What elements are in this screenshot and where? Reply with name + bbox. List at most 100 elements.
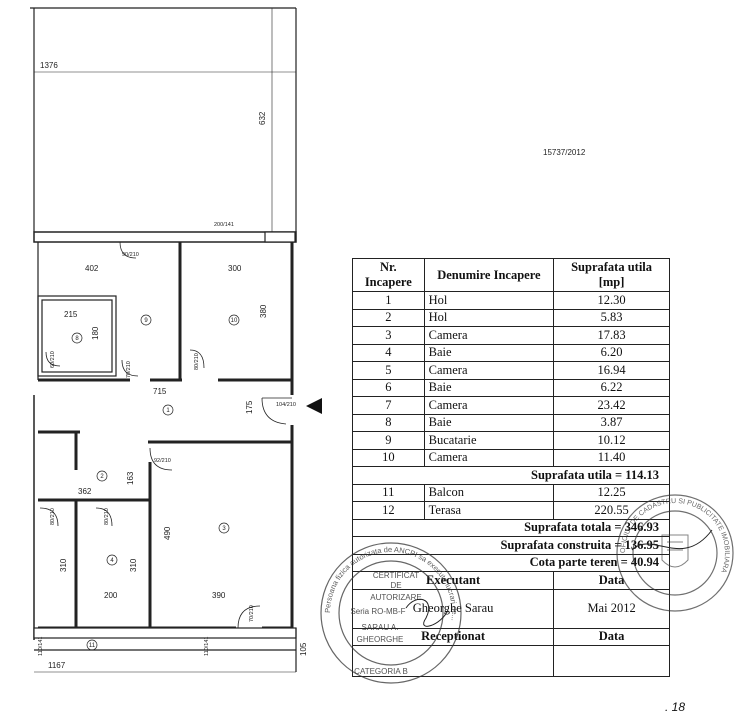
stamp-line: CATEGORIA B [354,667,408,676]
plan-dim: 310 [129,558,138,572]
opening-label: 200/141 [214,222,234,228]
suprafata-utila-row: Suprafata utila = 114.13 [352,466,670,485]
opening-label: 110/141 [38,637,44,656]
document-number: 15737/2012 [543,148,586,157]
table-header-row: Nr. Incapere Denumire Incapere Suprafata… [352,258,670,292]
opening-label: 80/210 [50,508,56,525]
page-mark: . 18 [665,700,686,714]
opening-label: 104/210 [276,402,296,408]
row-nr: 12 [352,501,425,520]
row-name: Hol [423,308,555,327]
row-area: 3.87 [553,413,670,432]
plan-dim: 490 [163,526,172,540]
row-nr: 8 [352,413,425,432]
row-area: 11.40 [553,448,670,467]
opening-label: 92/210 [154,458,171,464]
plan-dim: 310 [59,558,68,572]
plan-dim: 175 [245,400,254,414]
stamp-line: SARAU A. [362,623,399,632]
plan-dim: 300 [228,264,242,273]
row-name: Hol [423,291,555,310]
header-name: Denumire Incapere [423,258,555,292]
row-area: 12.30 [553,291,670,310]
row-name: Baie [423,413,555,432]
suprafata-construita: Suprafata construita = 136.95 [352,536,670,555]
room-number: 4 [110,558,114,564]
row-name: Bucatarie [423,431,555,450]
stamp-line: GHEORGHE [357,635,404,644]
row-area: 6.22 [553,378,670,397]
rooms-table: Nr. Incapere Denumire Incapere Suprafata… [351,258,670,682]
row-name: Camera [423,361,555,380]
entrance-arrow [306,398,322,414]
data-label: Data [553,571,670,590]
row-name: Camera [423,326,555,345]
room-number: 8 [75,336,79,342]
row-nr: 1 [352,291,425,310]
plan-dim: 163 [126,471,135,485]
room-number: 11 [89,643,96,649]
row-name: Baie [423,343,555,362]
row-name: Baie [423,378,555,397]
receptionat-data-label: Data [553,627,670,646]
header-area: Suprafata utila [mp] [553,258,670,292]
plan-dim: 380 [259,304,268,318]
stamp-line: DE [390,581,401,590]
row-name: Balcon [423,483,555,502]
opening-label: 70/210 [249,605,255,622]
suprafata-utila: Suprafata utila = 114.13 [352,466,670,485]
row-nr: 5 [352,361,425,380]
opening-label: 90/210 [122,252,139,258]
row-nr: 7 [352,396,425,415]
opening-label: 80/210 [104,508,110,525]
plan-dim: 105 [299,642,308,656]
row-area: 10.12 [553,431,670,450]
authorization-stamp: Persoana fizica autorizata de ANCPI sa e… [320,542,462,684]
plan-dim: 715 [153,387,167,396]
row-nr: 6 [352,378,425,397]
room-number: 2 [100,474,104,480]
row-name: Camera [423,396,555,415]
header-nr: Nr. Incapere [352,258,425,292]
row-name: Camera [423,448,555,467]
row-area: 17.83 [553,326,670,345]
opening-label: 60/210 [50,351,56,368]
row-nr: 11 [352,483,425,502]
row-name: Terasa [423,501,555,520]
row-area: 16.94 [553,361,670,380]
plan-dim: 632 [258,111,267,125]
signature [405,598,449,627]
plan-dim: 362 [78,487,92,496]
opening-label: 110/141 [204,637,210,656]
plan-dim: 215 [64,310,78,319]
row-nr: 3 [352,326,425,345]
opening-label: 80/210 [194,353,200,370]
row-nr: 2 [352,308,425,327]
row-area: 6.20 [553,343,670,362]
stamp-line: CERTIFICAT [373,571,419,580]
room-number: 3 [222,526,226,532]
row-nr: 9 [352,431,425,450]
stamp-line: Seria RO-MB-F [350,607,405,616]
plan-dim: 390 [212,591,226,600]
executant-name: Gheorghe Sarau [351,588,555,629]
row-nr: 10 [352,448,425,467]
plan-dim: 200 [104,591,118,600]
opening-label: 70/210 [126,361,132,378]
row-area: 23.42 [553,396,670,415]
plan-dim: 1376 [40,61,58,70]
row-area: 5.83 [553,308,670,327]
room-number: 10 [231,318,238,324]
row-nr: 4 [352,343,425,362]
